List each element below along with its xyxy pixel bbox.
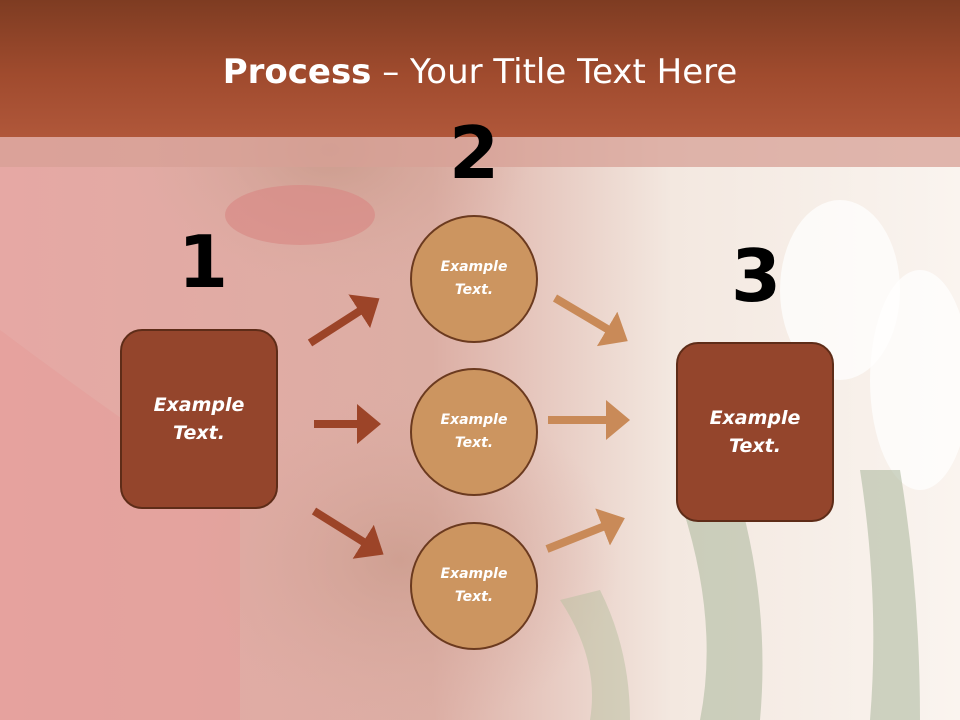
title-bar bbox=[0, 0, 960, 137]
step-number-1: 1 bbox=[178, 220, 229, 304]
arrow-left-to-bottom bbox=[311, 507, 384, 559]
title-underline-strip bbox=[0, 137, 960, 167]
title-rest: – Your Title Text Here bbox=[371, 52, 738, 92]
step-number-3: 3 bbox=[731, 234, 782, 318]
circle-top-text: Example Text. bbox=[440, 258, 508, 298]
title-bold: Process bbox=[222, 52, 372, 92]
step-number-2: 2 bbox=[449, 111, 500, 195]
arrow-top-to-right bbox=[552, 294, 628, 347]
left-box: Example Text. bbox=[120, 329, 278, 509]
left-box-text: Example Text. bbox=[153, 393, 245, 445]
circle-bottom: Example Text. bbox=[410, 522, 538, 650]
circle-top: Example Text. bbox=[410, 215, 538, 343]
arrow-bottom-to-right bbox=[545, 508, 625, 553]
circle-middle: Example Text. bbox=[410, 368, 538, 496]
slide-title: Process – Your Title Text Here bbox=[0, 52, 960, 92]
circle-bottom-text: Example Text. bbox=[440, 565, 508, 605]
right-box: Example Text. bbox=[676, 342, 834, 522]
right-box-text: Example Text. bbox=[709, 406, 801, 458]
arrow-left-to-top bbox=[307, 294, 380, 347]
circle-middle-text: Example Text. bbox=[440, 411, 508, 451]
